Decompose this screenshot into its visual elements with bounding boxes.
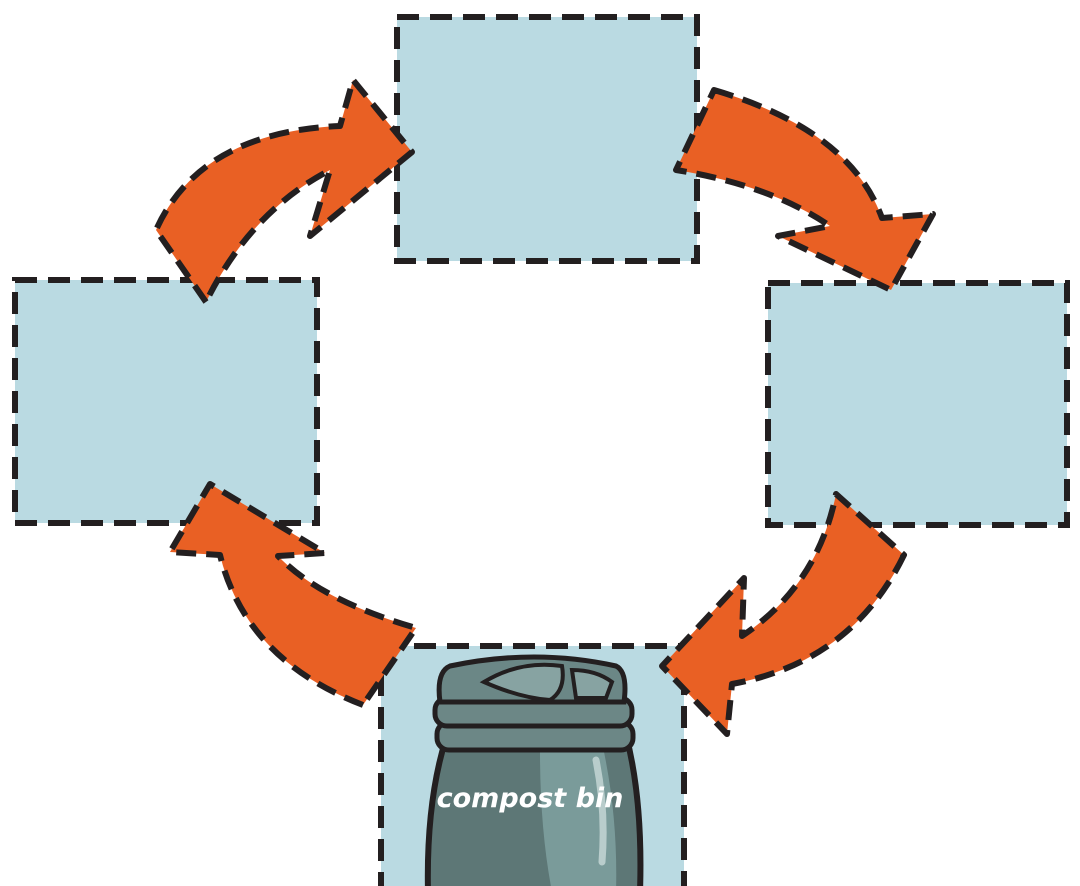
- cycle-box-left: [15, 280, 317, 523]
- compost-bin-jar-icon: [428, 657, 641, 886]
- cycle-arrow-right-to-bin: [662, 494, 904, 734]
- cycle-arrow-left-to-top: [156, 80, 412, 302]
- compost-bin-label: compost bin: [437, 783, 624, 814]
- cycle-arrow-top-to-right: [676, 90, 933, 290]
- cycle-box-top: [397, 17, 697, 261]
- cycle-box-right: [768, 283, 1067, 525]
